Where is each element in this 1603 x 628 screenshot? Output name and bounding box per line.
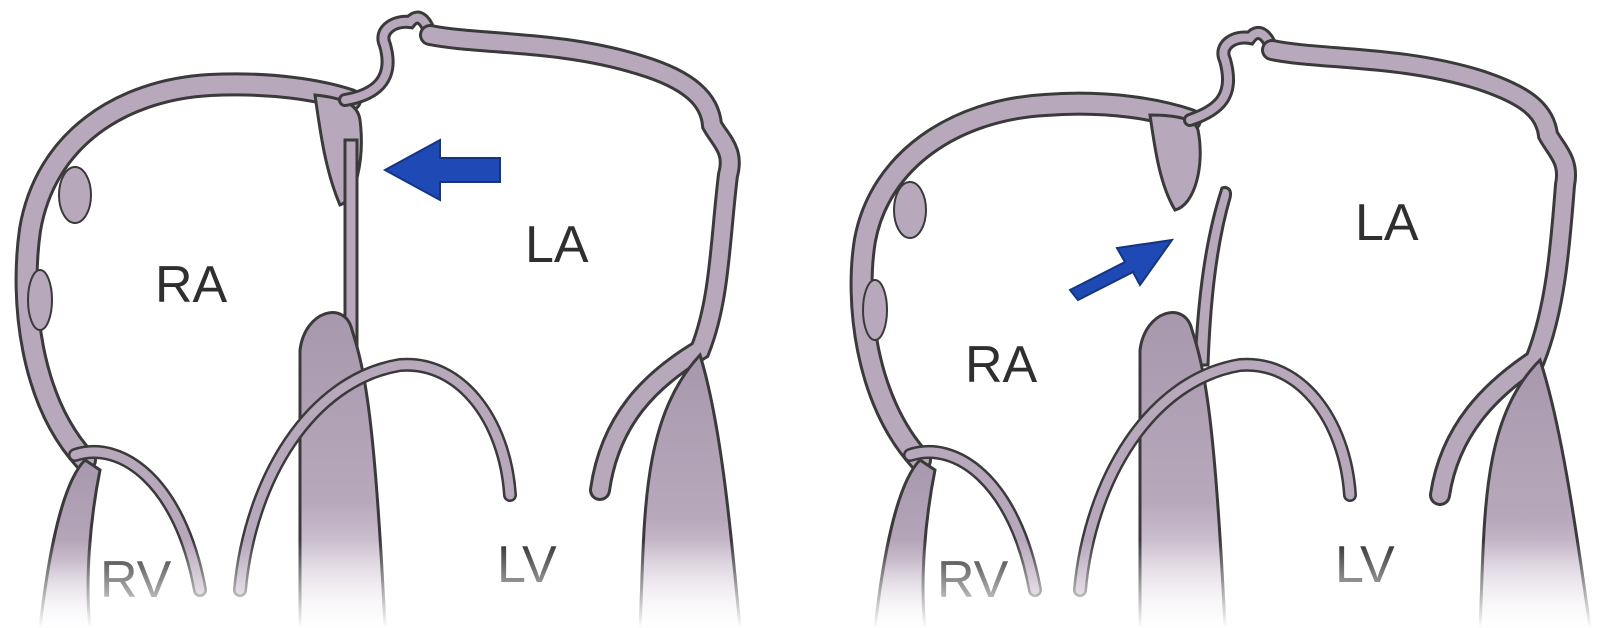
panel-intact-septum: RA LA RV LV bbox=[27, 18, 740, 628]
arrow-left-icon bbox=[385, 140, 500, 200]
arrow-diagonal-icon bbox=[1070, 240, 1172, 300]
septum-limbus bbox=[1150, 115, 1200, 210]
ra-label: RA bbox=[155, 256, 228, 314]
septum-primum-flap bbox=[1195, 187, 1231, 365]
la-label: LA bbox=[525, 216, 589, 274]
panel-patent-foramen: RA LA RV LV bbox=[862, 33, 1590, 628]
ra-label: RA bbox=[965, 336, 1038, 394]
bottom-fade bbox=[0, 540, 1603, 628]
la-label: LA bbox=[1355, 194, 1419, 252]
